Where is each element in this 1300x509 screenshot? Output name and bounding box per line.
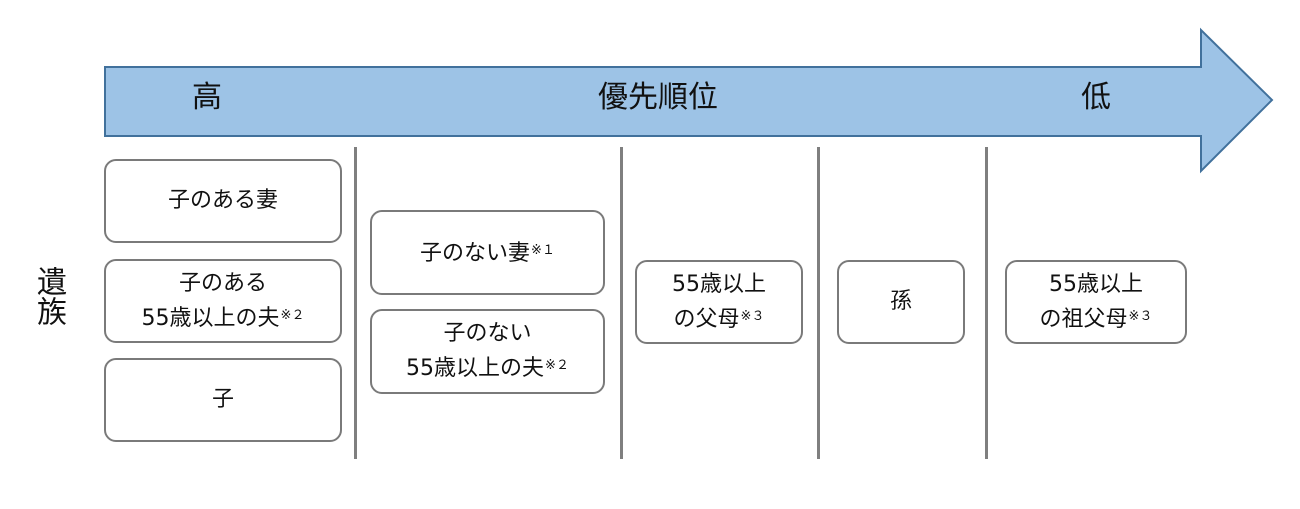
box-line: 55歳以上	[672, 271, 766, 297]
priority-high-label: 高	[192, 80, 222, 115]
footnote-marker: ※１	[531, 243, 555, 258]
column-separator	[985, 147, 988, 459]
box-line: 55歳以上	[1049, 271, 1143, 297]
column-separator	[620, 147, 623, 459]
survivors-side-label: 遺族	[31, 266, 66, 326]
box-line: 子のない妻	[420, 241, 531, 266]
survivor-box-husband-55-without-child: 子のない 55歳以上の夫※２	[370, 309, 605, 394]
box-line: 55歳以上の夫	[406, 356, 545, 381]
survivor-box-grandparents-55: 55歳以上 の祖父母※３	[1005, 260, 1187, 344]
survivor-box-husband-55-with-child: 子のある 55歳以上の夫※２	[104, 259, 342, 343]
footnote-marker: ※２	[280, 307, 305, 323]
footnote-marker: ※２	[545, 358, 569, 373]
survivor-box-parents-55: 55歳以上 の父母※３	[635, 260, 803, 344]
box-line: 子のない	[443, 321, 532, 346]
column-separator	[354, 147, 357, 459]
box-line: 子のある	[178, 270, 267, 296]
box-line: 55歳以上の夫	[141, 305, 280, 331]
footnote-marker: ※３	[1128, 308, 1153, 324]
priority-low-label: 低	[1081, 80, 1111, 115]
box-line: 孫	[889, 289, 912, 314]
column-separator	[817, 147, 820, 459]
priority-title-label: 優先順位	[598, 80, 718, 115]
survivor-box-child: 子	[104, 358, 342, 442]
box-line: 子のある妻	[167, 188, 278, 213]
survivor-box-grandchild: 孫	[837, 260, 965, 344]
survivor-box-wife-without-child: 子のない妻※１	[370, 210, 605, 295]
box-line: の父母	[673, 306, 740, 332]
footnote-marker: ※３	[740, 308, 765, 324]
survivor-box-wife-with-child: 子のある妻	[104, 159, 342, 243]
box-line: の祖父母	[1039, 306, 1128, 332]
priority-arrow-shape	[104, 27, 1274, 174]
box-line: 子	[211, 387, 234, 412]
